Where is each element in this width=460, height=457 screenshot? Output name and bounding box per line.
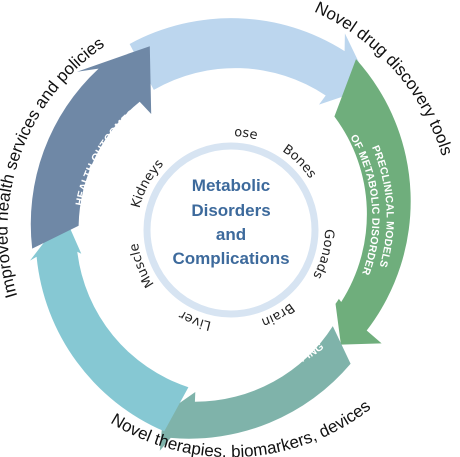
segment-health-outcomes-arrow <box>30 46 152 249</box>
segment-preclinical-arrow <box>334 59 411 345</box>
segment-clinical-trials-arrow <box>30 215 189 432</box>
center-circle <box>143 142 319 318</box>
segment-cell-signaling-arrow <box>129 18 371 105</box>
center-title-line4: Complications <box>172 249 289 268</box>
center-title-line2: Disorders <box>191 201 270 220</box>
segment-human-metabolic-arrow <box>159 326 351 451</box>
center-title-line3: and <box>216 225 246 244</box>
center-title-line1: Metabolic <box>192 176 270 195</box>
